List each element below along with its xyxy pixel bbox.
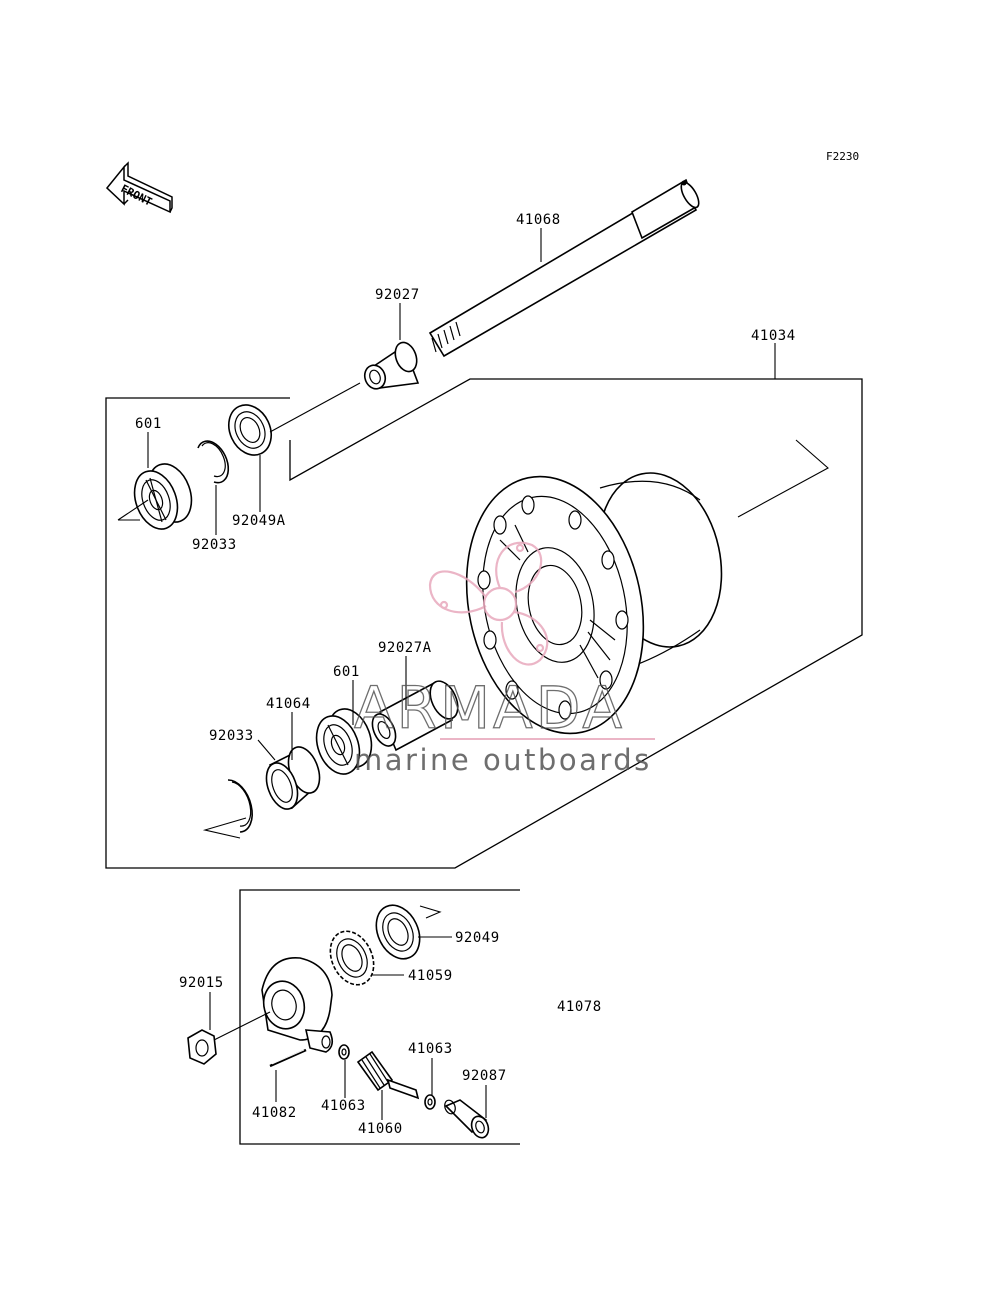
part-label: 41082 <box>252 1105 297 1121</box>
watermark-tagline: marine outboards <box>354 743 652 777</box>
pinion-41060 <box>356 1050 420 1100</box>
washer-41063-right <box>424 1094 436 1110</box>
figure-code: F2230 <box>826 150 859 163</box>
ball-bearing-601-lower <box>315 708 373 775</box>
part-label: 41078 <box>557 999 602 1015</box>
part-label: 92027 <box>375 287 420 303</box>
axle-nut-92015 <box>187 1011 271 1065</box>
part-label: 41068 <box>516 212 561 228</box>
front-direction-icon: FRONT <box>105 161 173 214</box>
part-label: 601 <box>333 664 360 680</box>
wheel-hub <box>465 439 829 735</box>
pin-41082 <box>269 1048 307 1068</box>
gearbox-housing <box>261 957 334 1053</box>
part-label: 92049A <box>232 513 286 529</box>
watermark: ARMADA marine outboards <box>353 541 655 777</box>
leader-lines <box>117 228 776 1120</box>
propeller-logo-icon <box>428 541 549 666</box>
part-label: 92087 <box>462 1068 507 1084</box>
ring-41064 <box>265 746 321 810</box>
part-label: 92033 <box>209 728 254 744</box>
part-label: 41064 <box>266 696 311 712</box>
oil-seal-92049A <box>228 404 272 456</box>
ball-bearing-601-upper <box>133 463 193 530</box>
part-label: 41059 <box>408 968 453 984</box>
washer-41063-left <box>338 1044 350 1060</box>
collar-92027 <box>363 341 420 390</box>
axle <box>428 178 700 358</box>
wheel-assembly-frame <box>105 378 863 869</box>
watermark-brand: ARMADA <box>354 674 625 742</box>
part-label: 92033 <box>192 537 237 553</box>
part-label: 92027A <box>378 640 432 656</box>
part-label: 92049 <box>455 930 500 946</box>
part-labels: 41068 92027 41034 601 92033 92049A 92027… <box>135 212 796 1137</box>
oil-seal-92049 <box>375 904 442 960</box>
collar-92027A <box>371 680 459 752</box>
part-label: 41060 <box>358 1121 403 1137</box>
gearbox-assembly-frame <box>239 889 520 1145</box>
circlip-92033-upper <box>197 440 230 484</box>
part-label: 41063 <box>321 1098 366 1114</box>
part-label: 601 <box>135 416 162 432</box>
circlip-92033-lower <box>202 779 253 839</box>
bushing-92087 <box>444 1099 490 1139</box>
part-label: 92015 <box>179 975 224 991</box>
part-label: 41034 <box>751 328 796 344</box>
part-label: 41063 <box>408 1041 453 1057</box>
drive-gear-41059 <box>329 930 375 986</box>
